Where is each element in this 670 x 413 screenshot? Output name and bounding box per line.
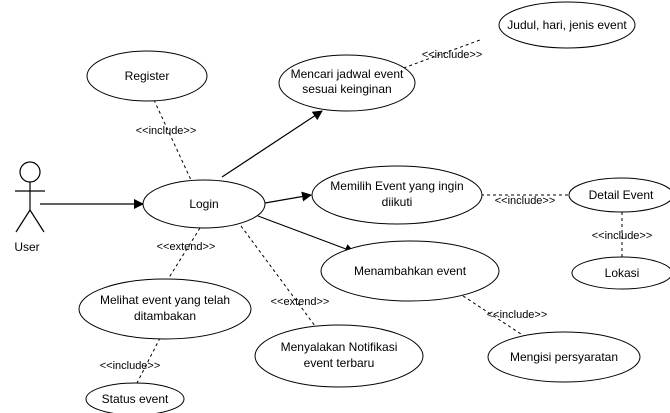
label-register-login: <<include>>	[136, 125, 197, 137]
svg-text:Memilih Event yang ingin: Memilih Event yang ingin	[330, 179, 463, 193]
assoc-login-menambahkan	[257, 215, 355, 254]
assoc-login-memilih	[264, 191, 312, 204]
use-case-login: Login	[142, 179, 266, 229]
assoc-login-mencari	[221, 110, 323, 178]
svg-text:Melihat event yang telah: Melihat event yang telah	[100, 293, 230, 307]
svg-text:Register: Register	[125, 69, 170, 83]
use-case-memilih-event: Memilih Event yang ingin diikuti	[311, 165, 483, 225]
rel-login-melihat	[164, 227, 201, 285]
rel-menambahkan-mengisi	[447, 285, 531, 341]
use-case-judul-hari: Judul, hari, jenis event	[498, 1, 636, 49]
label-melihat-status: <<include>>	[100, 360, 161, 372]
rel-mencari-judul	[397, 39, 481, 71]
svg-text:ditambakan: ditambakan	[134, 309, 196, 323]
rel-register-login	[153, 99, 192, 181]
svg-text:Detail Event: Detail Event	[589, 188, 654, 202]
svg-text:diikuti: diikuti	[382, 195, 413, 209]
use-case-melihat-event: Melihat event yang telah ditambakan	[78, 278, 252, 340]
use-case-mencari-jadwal: Mencari jadwal event sesuai keinginan	[278, 54, 416, 112]
label-menambahkan-mengisi: <<include>>	[487, 309, 548, 321]
label-detail-lokasi: <<include>>	[592, 230, 653, 242]
rel-melihat-status	[136, 337, 161, 384]
svg-text:Lokasi: Lokasi	[605, 266, 640, 280]
svg-text:Status event: Status event	[102, 392, 169, 406]
svg-text:sesuai keinginan: sesuai keinginan	[302, 82, 391, 96]
label-login-notifikasi: <<extend>>	[271, 296, 330, 308]
use-case-detail-event: Detail Event	[568, 177, 670, 213]
svg-text:Judul, hari, jenis event: Judul, hari, jenis event	[507, 18, 627, 32]
label-mencari-judul: <<include>>	[422, 49, 483, 61]
use-case-lokasi: Lokasi	[571, 256, 670, 290]
use-case-register: Register	[86, 50, 208, 102]
svg-text:Mencari jadwal event: Mencari jadwal event	[291, 67, 404, 81]
svg-text:Menyalakan Notifikasi: Menyalakan Notifikasi	[281, 340, 398, 354]
use-case-status-event: Status event	[85, 382, 185, 413]
actor-label: User	[14, 240, 39, 254]
actor-user: User	[14, 161, 45, 254]
use-case-notifikasi: Menyalakan Notifikasi event terbaru	[254, 324, 424, 388]
label-memilih-detail: <<include>>	[495, 195, 556, 207]
svg-text:Mengisi persyaratan: Mengisi persyaratan	[510, 350, 618, 364]
use-case-menambahkan-event: Menambahkan event	[320, 240, 500, 302]
svg-text:event terbaru: event terbaru	[304, 356, 375, 370]
svg-text:Menambahkan event: Menambahkan event	[354, 264, 467, 278]
svg-text:Login: Login	[189, 197, 218, 211]
rel-login-notifikasi	[240, 225, 319, 331]
use-case-mengisi-persyaratan: Mengisi persyaratan	[487, 331, 641, 383]
label-login-melihat: <<extend>>	[157, 241, 216, 253]
